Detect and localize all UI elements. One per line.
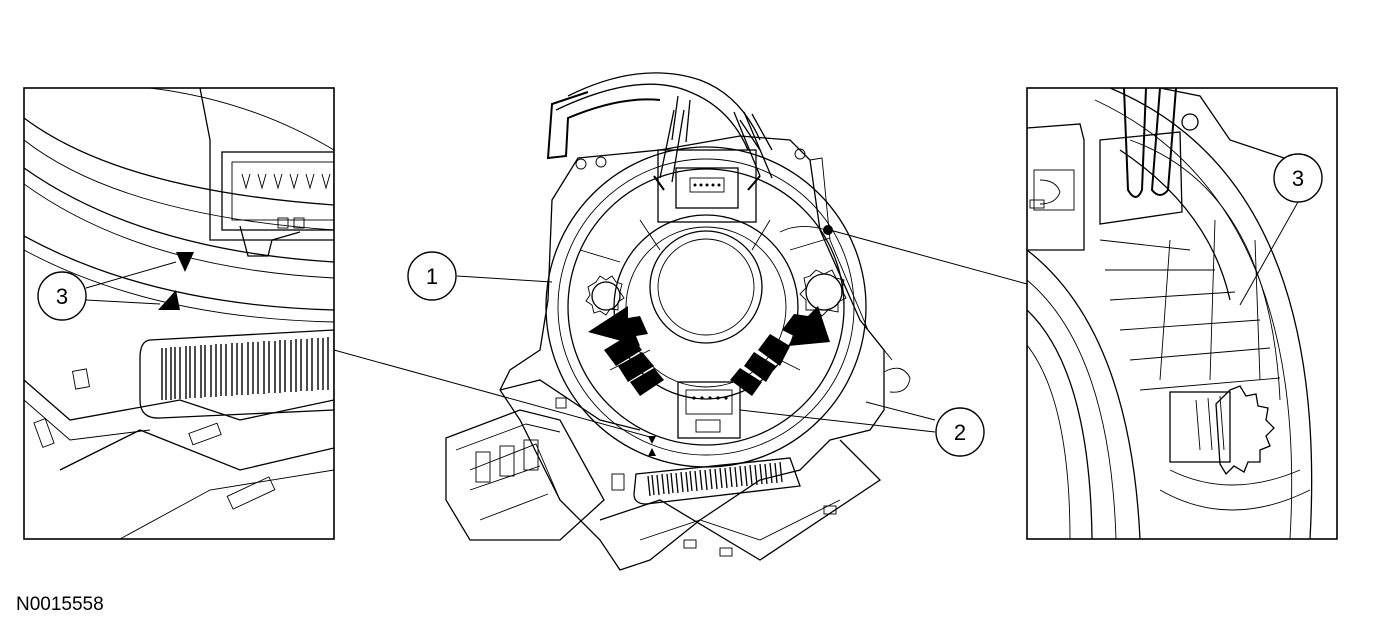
leader-line-3-right: [1239, 201, 1299, 306]
detail-link-right: [829, 229, 1028, 285]
top-connector: [653, 109, 773, 223]
callout-3-left-label: 3: [56, 284, 68, 309]
right-gear-icon: [799, 269, 847, 317]
rotation-arrow-left-icon: [588, 306, 664, 396]
center-alignment-mark-icon: [648, 436, 656, 444]
detail-link-left: [333, 349, 651, 438]
callout-1: 1: [407, 251, 457, 301]
alignment-arrow-down-icon: [176, 252, 194, 272]
leader-line-3a: [85, 261, 177, 289]
drive-gear-icon: [1169, 385, 1275, 476]
alignment-arrow-up-icon: [158, 290, 180, 310]
leader-line-2b: [739, 409, 936, 433]
leader-line-3b: [85, 299, 161, 305]
callout-1-label: 1: [426, 264, 438, 289]
leader-lines: [85, 201, 1299, 438]
side-connector-block: [445, 379, 641, 541]
locking-pin-icon: [823, 225, 833, 235]
callout-2: 2: [935, 407, 985, 457]
callout-3-right: 3: [1273, 153, 1323, 203]
bottom-connector: [677, 381, 741, 439]
rotation-arrow-right-icon: [730, 306, 830, 396]
callout-3-right-label: 3: [1292, 166, 1304, 191]
callout-2-label: 2: [954, 420, 966, 445]
left-gear-icon: [585, 275, 625, 316]
barcode-label: [633, 457, 801, 505]
clockspring-assembly: [445, 72, 911, 571]
figure-id-label: N0015558: [16, 594, 104, 615]
leader-line-1: [456, 275, 553, 283]
callout-3-left: 3: [37, 271, 87, 321]
leader-line-2a: [865, 401, 936, 421]
